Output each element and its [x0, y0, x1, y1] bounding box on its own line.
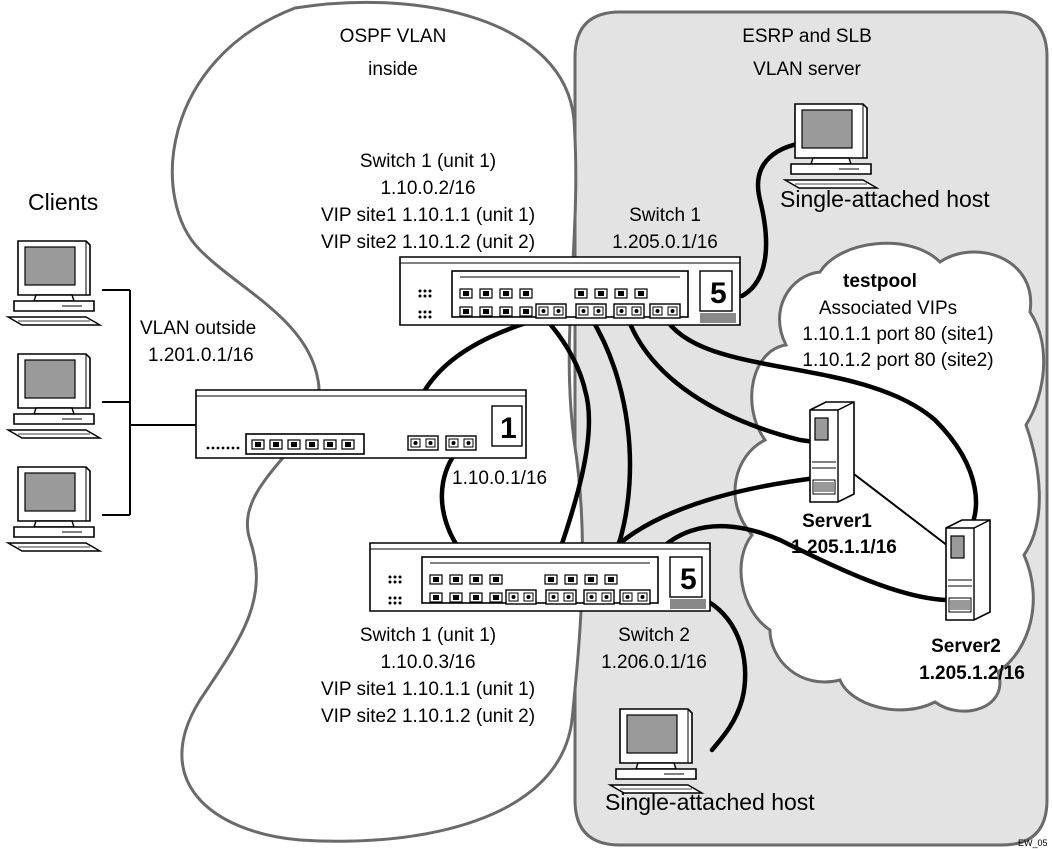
- switch-top-line4: VIP site2 1.10.1.2 (unit 2): [321, 232, 535, 253]
- switch-top-line1: Switch 1 (unit 1): [360, 151, 496, 172]
- switch-top-line3: VIP site1 1.10.1.1 (unit 1): [321, 205, 535, 226]
- testpool-line3: 1.10.1.2 port 80 (site2): [802, 350, 993, 371]
- figure-code: EW_05: [1018, 838, 1048, 848]
- server2-icon: [945, 519, 991, 621]
- testpool-title: testpool: [843, 271, 917, 292]
- testpool-line1: Associated VIPs: [819, 298, 957, 319]
- vlan-outside-line2: 1.201.0.1/16: [148, 345, 254, 366]
- client-pc-icon: [7, 353, 101, 439]
- switch-bottom-line4: VIP site2 1.10.1.2 (unit 2): [321, 706, 535, 727]
- switch-bottom-line2: 1.10.0.3/16: [380, 652, 475, 673]
- vlan-outside-line1: VLAN outside: [140, 318, 256, 339]
- clients-bus: [102, 289, 196, 516]
- server1-addr: 1.205.1.1/16: [791, 537, 897, 558]
- switch-bottom: 5: [369, 542, 711, 612]
- switch1-server-side-line1: Switch 1: [629, 205, 701, 226]
- switch-top-line2: 1.10.0.2/16: [380, 178, 475, 199]
- ospf-title-line2: inside: [368, 59, 418, 80]
- host-top-label: Single-attached host: [780, 186, 990, 212]
- server1-name: Server1: [802, 511, 872, 532]
- switch-middle-badge: 1: [500, 412, 517, 445]
- server2-addr: 1.205.1.2/16: [919, 663, 1025, 684]
- switch1-server-side-line2: 1.205.0.1/16: [612, 232, 718, 253]
- esrp-title-line2: VLAN server: [753, 59, 861, 80]
- testpool-line2: 1.10.1.1 port 80 (site1): [802, 324, 993, 345]
- switch-middle-addr: 1.10.0.1/16: [452, 468, 547, 489]
- client-pc-icon: [7, 240, 101, 326]
- switch-top-badge: 5: [710, 277, 727, 310]
- switch2-server-side-line2: 1.206.0.1/16: [601, 652, 707, 673]
- server2-name: Server2: [931, 636, 1001, 657]
- esrp-title-line1: ESRP and SLB: [742, 26, 872, 47]
- switch-top: 5: [399, 256, 741, 326]
- server1-icon: [809, 401, 855, 503]
- switch-middle: 1: [195, 389, 527, 459]
- switch2-server-side-line1: Switch 2: [618, 625, 690, 646]
- clients-title: Clients: [28, 189, 98, 215]
- ospf-title-line1: OSPF VLAN: [340, 26, 447, 47]
- switch-bottom-line1: Switch 1 (unit 1): [360, 625, 496, 646]
- client-pc-icon: [7, 466, 101, 552]
- switch-bottom-badge: 5: [680, 563, 697, 596]
- host-bottom-label: Single-attached host: [605, 789, 815, 815]
- switch-bottom-line3: VIP site1 1.10.1.1 (unit 1): [321, 679, 535, 700]
